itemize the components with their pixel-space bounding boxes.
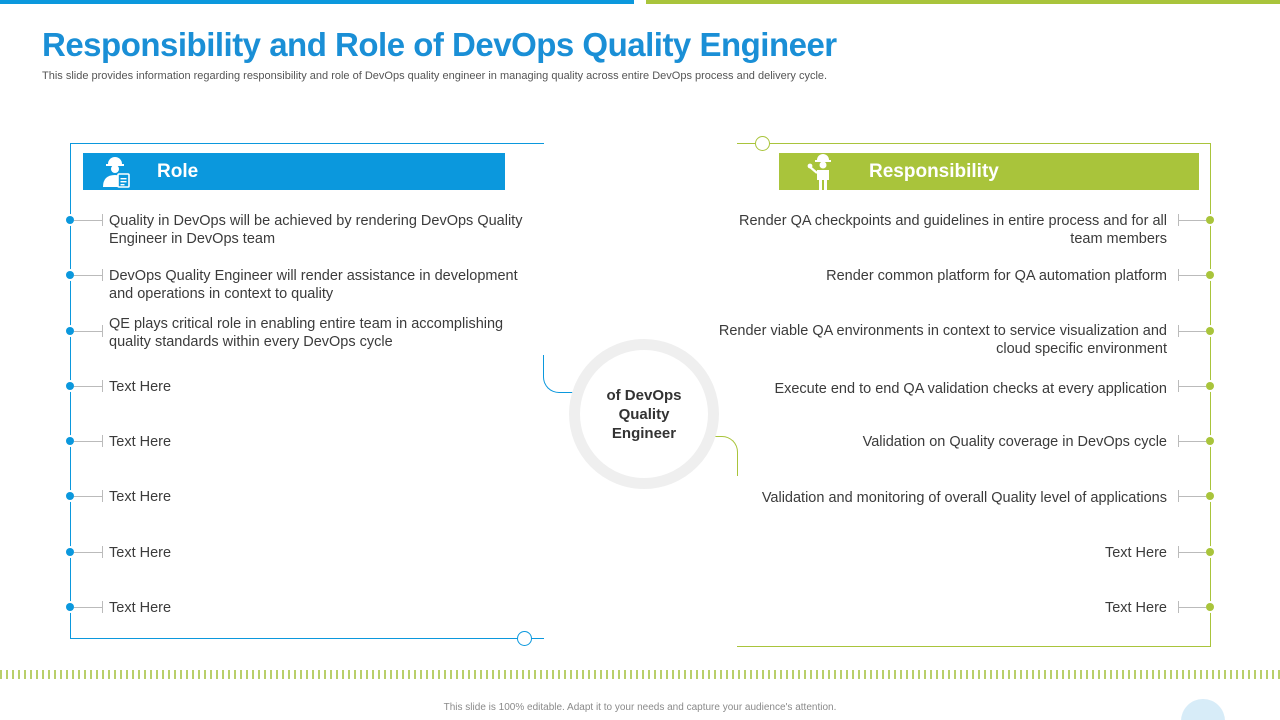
- role-frame-connector: [543, 355, 573, 393]
- center-label: of DevOps Quality Engineer: [606, 386, 682, 442]
- responsibility-connector-line: [1178, 386, 1206, 387]
- role-header-label: Role: [157, 160, 199, 182]
- role-connector-tick: [102, 380, 103, 392]
- role-bullet-dot: [66, 271, 74, 279]
- responsibility-frame: [737, 143, 1211, 647]
- responsibility-connector-tick: [1178, 325, 1179, 337]
- footer-stripe-band: [0, 670, 1280, 679]
- responsibility-bullet-dot: [1206, 492, 1214, 500]
- role-connector-line: [74, 386, 102, 387]
- responsibility-connector-tick: [1178, 269, 1179, 281]
- role-bullet-dot: [66, 327, 74, 335]
- role-connector-line: [74, 441, 102, 442]
- role-connector-tick: [102, 325, 103, 337]
- role-bullet-dot: [66, 437, 74, 445]
- role-connector-tick: [102, 601, 103, 613]
- responsibility-bullet-dot: [1206, 603, 1214, 611]
- role-connector-tick: [102, 269, 103, 281]
- responsibility-connector-tick: [1178, 490, 1179, 502]
- role-connector-line: [74, 496, 102, 497]
- role-connector-line: [74, 552, 102, 553]
- responsibility-bullet-dot: [1206, 327, 1214, 335]
- responsibility-header-label: Responsibility: [869, 160, 999, 182]
- role-item: Text Here: [109, 545, 172, 561]
- role-item: Text Here: [109, 489, 172, 505]
- responsibility-bullet-dot: [1206, 271, 1214, 279]
- responsibility-connector-line: [1178, 552, 1206, 553]
- responsibility-connector-tick: [1178, 214, 1179, 226]
- role-connector-tick: [102, 546, 103, 558]
- engineer-with-clipboard-icon: [99, 155, 133, 189]
- role-bullet-dot: [66, 603, 74, 611]
- responsibility-frame-topcap: [755, 136, 770, 151]
- responsibility-item: Render viable QA environments in context…: [718, 323, 1167, 357]
- slide-title: Responsibility and Role of DevOps Qualit…: [42, 26, 837, 63]
- responsibility-bullet-dot: [1206, 548, 1214, 556]
- center-ring: of DevOps Quality Engineer: [569, 339, 719, 489]
- role-bullet-dot: [66, 492, 74, 500]
- responsibility-connector-tick: [1178, 435, 1179, 447]
- role-connector-tick: [102, 214, 103, 226]
- responsibility-item: Text Here: [1104, 600, 1167, 616]
- role-item: DevOps Quality Engineer will render assi…: [109, 268, 518, 302]
- responsibility-item: Validation and monitoring of overall Qua…: [761, 490, 1167, 506]
- role-connector-line: [74, 331, 102, 332]
- role-header: Role: [83, 153, 505, 190]
- corner-decoration: [1181, 699, 1225, 720]
- responsibility-connector-line: [1178, 220, 1206, 221]
- role-item: QE plays critical role in enabling entir…: [109, 316, 504, 350]
- responsibility-connector-line: [1178, 496, 1206, 497]
- responsibility-bullet-dot: [1206, 437, 1214, 445]
- responsibility-connector-line: [1178, 441, 1206, 442]
- role-item: Text Here: [109, 434, 172, 450]
- responsibility-item: Render QA checkpoints and guidelines in …: [738, 213, 1167, 247]
- role-item: Text Here: [109, 379, 172, 395]
- responsibility-connector-tick: [1178, 546, 1179, 558]
- role-bullet-dot: [66, 548, 74, 556]
- role-connector-tick: [102, 435, 103, 447]
- responsibility-connector-line: [1178, 331, 1206, 332]
- responsibility-header: Responsibility: [779, 153, 1199, 190]
- responsibility-connector-tick: [1178, 380, 1179, 392]
- slide-subtitle: This slide provides information regardin…: [42, 70, 828, 82]
- responsibility-item: Render common platform for QA automation…: [826, 268, 1167, 284]
- responsibility-frame-connector: [707, 436, 738, 476]
- responsibility-item: Validation on Quality coverage in DevOps…: [862, 434, 1167, 450]
- footer-note: This slide is 100% editable. Adapt it to…: [443, 702, 837, 713]
- top-accent-bar-blue: [0, 0, 634, 4]
- responsibility-bullet-dot: [1206, 382, 1214, 390]
- top-accent-bar-green: [646, 0, 1280, 4]
- role-bullet-dot: [66, 216, 74, 224]
- role-item: Text Here: [109, 600, 172, 616]
- role-frame: [70, 143, 544, 639]
- responsibility-item: Execute end to end QA validation checks …: [774, 381, 1167, 397]
- responsibility-item: Text Here: [1104, 545, 1167, 561]
- responsibility-connector-line: [1178, 607, 1206, 608]
- role-connector-tick: [102, 490, 103, 502]
- role-connector-line: [74, 275, 102, 276]
- role-item: Quality in DevOps will be achieved by re…: [109, 213, 523, 247]
- role-frame-endcap: [517, 631, 532, 646]
- engineer-with-wrench-icon: [805, 153, 839, 190]
- role-connector-line: [74, 220, 102, 221]
- responsibility-connector-tick: [1178, 601, 1179, 613]
- responsibility-bullet-dot: [1206, 216, 1214, 224]
- role-connector-line: [74, 607, 102, 608]
- role-bullet-dot: [66, 382, 74, 390]
- responsibility-connector-line: [1178, 275, 1206, 276]
